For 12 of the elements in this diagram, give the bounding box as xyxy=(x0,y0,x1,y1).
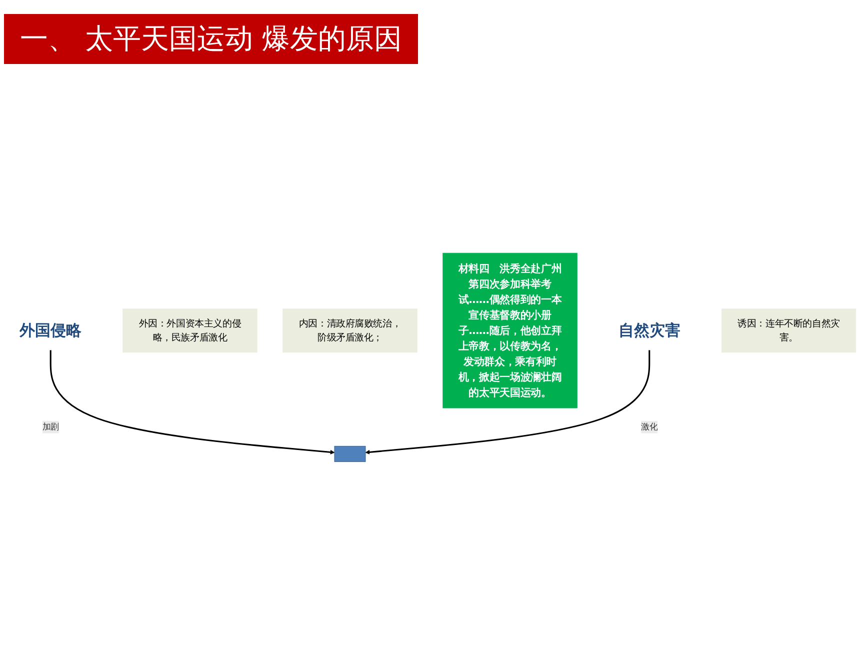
arrow xyxy=(50,350,335,454)
title-banner: 一、 太平天国运动 爆发的原因 xyxy=(4,14,418,64)
node-box: 内因：清政府腐败统治，阶级矛盾激化； xyxy=(282,308,418,352)
node-box: 外因：外国资本主义的侵略，民族矛盾激化 xyxy=(122,308,258,352)
node-box: 材料四 洪秀全赴广州第四次参加科举考试……偶然得到的一本宣传基督教的小册子……随后，他创立拜上帝教，以传教为名，发动群众，乘有利时机，掀起一场波澜壮阔的太平天国运动。 xyxy=(442,252,578,408)
node-text: 自然灾害 xyxy=(618,321,680,340)
node-box xyxy=(334,446,366,462)
arrow xyxy=(365,350,650,454)
edge-label: 激化 xyxy=(641,422,658,432)
edge-label: 加剧 xyxy=(42,422,59,432)
node-text: 外国侵略 xyxy=(20,321,82,340)
node-box: 诱因：连年不断的自然灾害。 xyxy=(721,308,856,352)
